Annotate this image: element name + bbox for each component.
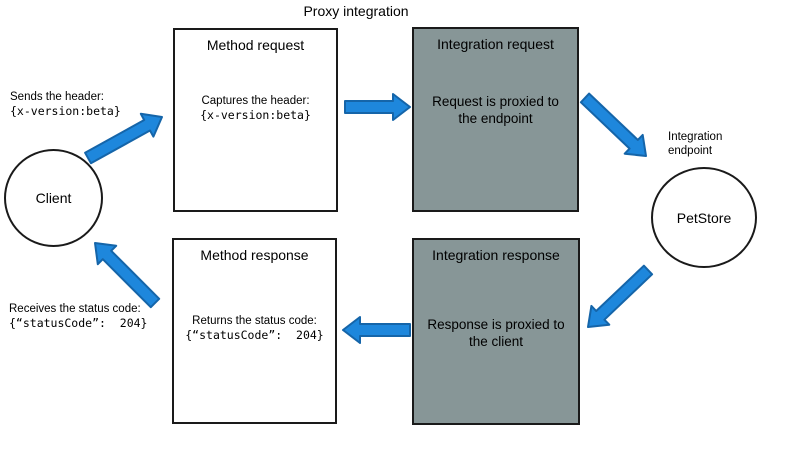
method-request-body-line1: Captures the header: xyxy=(201,95,310,107)
method-request-body-line2: {x-version:beta} xyxy=(200,108,311,122)
integration-endpoint-node: PetStore xyxy=(651,167,757,268)
client-sends-line2: {x-version:beta} xyxy=(10,104,121,118)
method-response-box: Method response Returns the status code:… xyxy=(172,238,337,424)
integration-endpoint-caption: Integration endpoint xyxy=(668,130,722,158)
client-receives-line1: Receives the status code: xyxy=(9,303,141,315)
client-node: Client xyxy=(4,149,103,247)
integration-endpoint-caption-line2: endpoint xyxy=(668,145,713,157)
arrow-integration-request-to-endpoint xyxy=(579,92,647,157)
client-node-label: Client xyxy=(35,190,72,206)
method-request-title: Method request xyxy=(206,37,305,53)
method-request-box: Method request Captures the header: {x-v… xyxy=(173,28,338,212)
diagram-title: Proxy integration xyxy=(303,3,409,19)
arrow-endpoint-to-integration-response xyxy=(587,264,654,328)
arrow-method-request-to-integration-request xyxy=(344,93,411,121)
arrow-integration-response-to-method-response xyxy=(342,316,411,344)
client-receives-label: Receives the status code: {“statusCode”:… xyxy=(9,302,147,331)
integration-response-box: Integration response Response is proxied… xyxy=(412,238,580,425)
integration-request-body: Request is proxied to the endpoint xyxy=(432,94,559,126)
integration-request-title: Integration request xyxy=(437,36,554,52)
client-sends-label: Sends the header: {x-version:beta} xyxy=(10,90,121,119)
client-sends-line1: Sends the header: xyxy=(10,91,104,103)
integration-response-body: Response is proxied to the client xyxy=(427,317,565,349)
method-response-body-line2: {“statusCode”: 204} xyxy=(185,328,324,342)
arrow-client-to-method-request xyxy=(84,112,163,165)
integration-request-box: Integration request Request is proxied t… xyxy=(412,27,579,212)
integration-response-title: Integration response xyxy=(432,247,560,263)
method-response-body-line1: Returns the status code: xyxy=(192,315,317,327)
integration-endpoint-caption-line1: Integration xyxy=(668,131,723,143)
integration-endpoint-node-label: PetStore xyxy=(676,209,732,226)
client-receives-line2: {“statusCode”: 204} xyxy=(9,316,148,330)
method-response-title: Method response xyxy=(200,247,309,263)
arrow-method-response-to-client xyxy=(94,242,161,309)
